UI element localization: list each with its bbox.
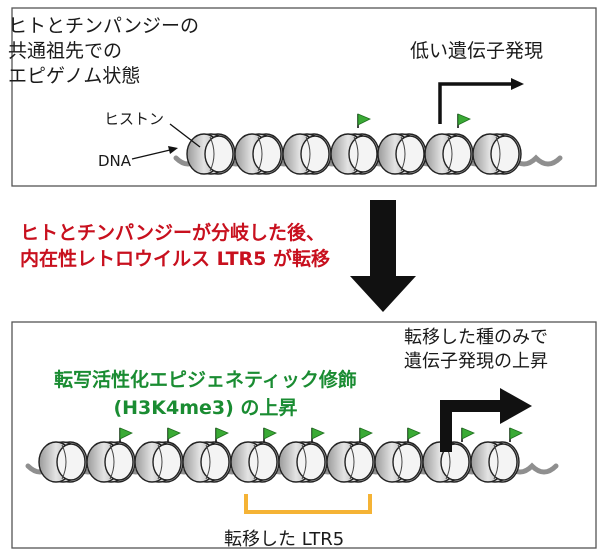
top-transcription-arrow [438,78,524,124]
nucleosome [330,133,380,175]
nucleosome [424,133,474,175]
nucleosome [38,441,88,483]
nucleosome [186,133,236,175]
nucleosome [470,441,520,483]
nucleosome [234,133,284,175]
nucleosome [326,441,376,483]
nucleosome [472,133,522,175]
h3k4me3-flag [509,427,523,442]
top-nucleosome-row [186,113,522,175]
divergence-event-text: ヒトとチンパンジーが分岐した後、 内在性レトロウイルス LTR5 が転移 [20,222,331,270]
h3k4me3-flag [457,113,471,128]
dna-leader-arrow [131,146,178,160]
high-expression-label: 転移した種のみで 遺伝子発現の上昇 [404,327,548,372]
h3k4me3-flag [359,427,373,442]
h3k4me3-flag [461,427,475,442]
ltr5-bracket [244,494,372,514]
h3k4me3-flag [357,113,371,128]
nucleosome [86,441,136,483]
nucleosome [278,441,328,483]
h3k4me3-flag [311,427,325,442]
down-arrow [350,200,416,312]
nucleosome [182,441,232,483]
dna-label: DNA [98,152,132,170]
top-panel-caption: ヒトとチンパンジーの 共通祖先での エピゲノム状態 [8,15,199,87]
bottom-transcription-arrow [440,388,532,452]
modification-label: 転写活性化エピジェネティック修飾 (H3K4me3) の上昇 [54,369,357,419]
histone-label: ヒストン [104,110,165,128]
ltr5-label: 転移した LTR5 [224,529,345,550]
nucleosome [377,133,427,175]
h3k4me3-flag [407,427,421,442]
h3k4me3-flag [167,427,181,442]
nucleosome [374,441,424,483]
h3k4me3-flag [263,427,277,442]
nucleosome [282,133,332,175]
bottom-nucleosome-row [38,427,523,483]
low-expression-label: 低い遺伝子発現 [410,40,544,62]
nucleosome [134,441,184,483]
h3k4me3-flag [119,427,133,442]
histone-leader-line [169,123,201,148]
h3k4me3-flag [215,427,229,442]
nucleosome [230,441,280,483]
